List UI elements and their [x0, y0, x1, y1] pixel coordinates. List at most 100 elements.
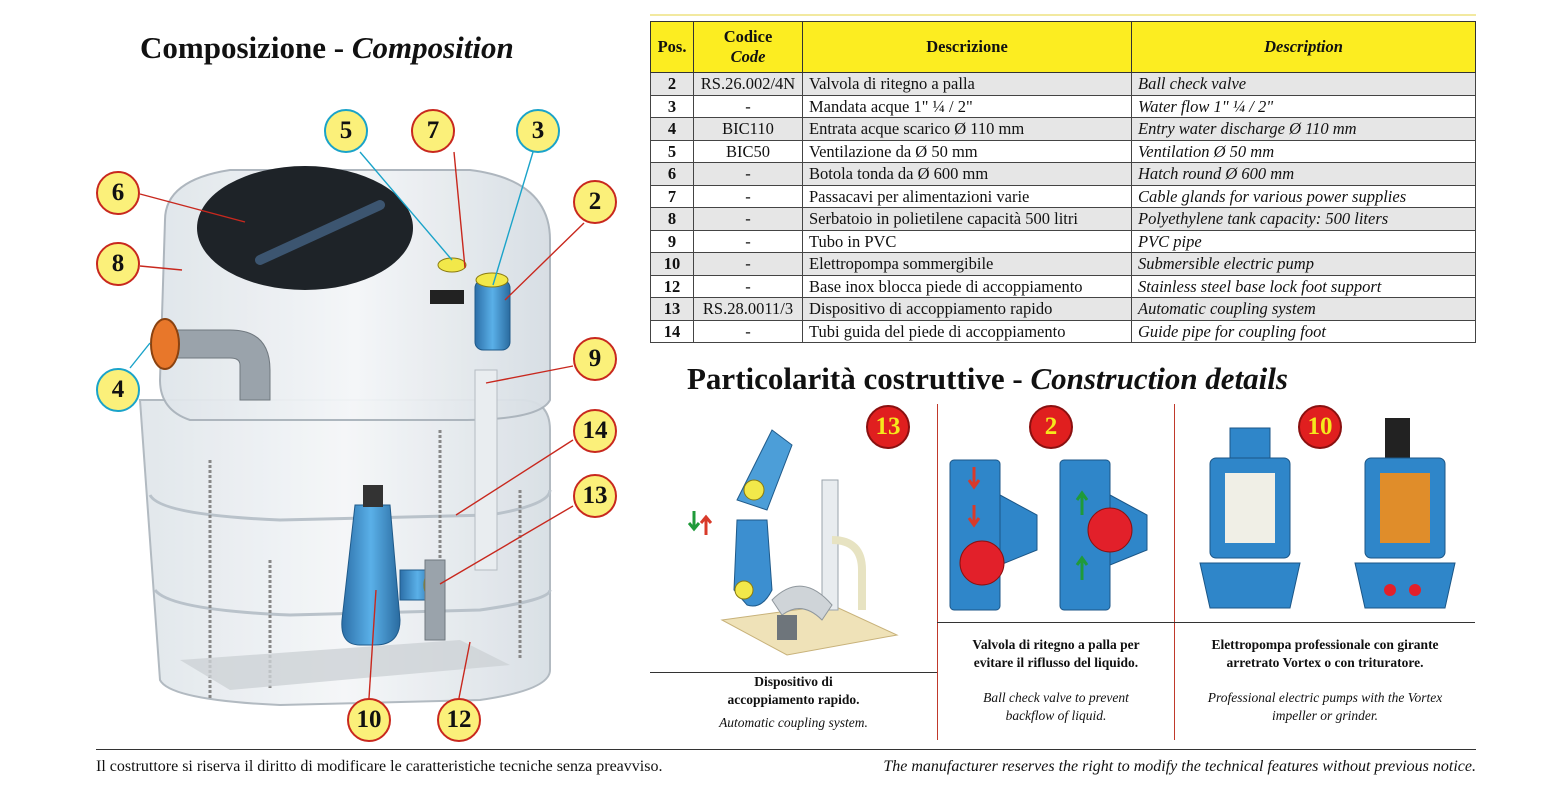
header-code: Codice Code — [693, 21, 803, 73]
pvc-pipe — [474, 369, 498, 571]
composition-title-it: Composizione - — [140, 30, 352, 65]
table-top-rule — [650, 14, 1476, 16]
stainless-base — [180, 640, 510, 690]
callout-12: 12 — [437, 698, 481, 742]
caption-pump-en-2: impeller or grinder. — [1271, 708, 1379, 723]
row-desc-it: Elettropompa sommergibile — [802, 252, 1132, 276]
row-desc-it: Dispositivo di accoppiamento rapido — [802, 297, 1132, 321]
details-title: Particolarità costruttive - Construction… — [687, 361, 1288, 397]
row-pos: 8 — [650, 207, 694, 231]
caption-pump-en-1: Professional electric pumps with the Vor… — [1207, 690, 1443, 705]
callout-10: 10 — [347, 698, 391, 742]
callout-6: 6 — [96, 171, 140, 215]
row-desc-en: Submersible electric pump — [1131, 252, 1476, 276]
row-desc-en: Automatic coupling system — [1131, 297, 1476, 321]
footer-rule — [96, 749, 1476, 750]
row-pos: 4 — [650, 117, 694, 141]
panel-divider-2 — [1174, 404, 1175, 740]
row-desc-en: Water flow 1" ¼ / 2" — [1131, 94, 1476, 118]
row-code: - — [693, 184, 803, 208]
table-row: 14-Tubi guida del piede di accoppiamento… — [650, 319, 1476, 343]
row-code: - — [693, 207, 803, 231]
header-code-it: Codice — [723, 27, 773, 46]
callout-5: 5 — [324, 109, 368, 153]
callout-leader-lines — [129, 151, 585, 699]
footer-note-it: Il costruttore si riserva il diritto di … — [96, 758, 663, 775]
details-title-it: Particolarità costruttive - — [687, 361, 1031, 396]
panel-rule-1 — [650, 672, 937, 673]
table-row: 3-Mandata acque 1" ¼ / 2"Water flow 1" ¼… — [650, 94, 1476, 118]
row-code: RS.26.002/4N — [693, 72, 803, 96]
row-code: RS.28.0011/3 — [693, 297, 803, 321]
check-valve-illustration — [949, 459, 1148, 611]
row-desc-it: Passacavi per alimentazioni varie — [802, 184, 1132, 208]
submersible-pump — [341, 504, 401, 646]
caption-pump-it-2: arretrato Vortex o con trituratore. — [1226, 655, 1424, 670]
row-desc-it: Tubo in PVC — [802, 229, 1132, 253]
row-code: - — [693, 229, 803, 253]
row-pos: 13 — [650, 297, 694, 321]
row-desc-en: Polyethylene tank capacity: 500 liters — [1131, 207, 1476, 231]
panel-divider-1 — [937, 404, 938, 740]
row-desc-it: Mandata acque 1" ¼ / 2" — [802, 94, 1132, 118]
table-row: 12-Base inox blocca piede di accoppiamen… — [650, 274, 1476, 298]
row-desc-it: Serbatoio in polietilene capacità 500 li… — [802, 207, 1132, 231]
details-title-en: Construction details — [1030, 361, 1288, 396]
header-desc-it: Descrizione — [802, 21, 1132, 73]
tank-illustration — [138, 166, 552, 707]
header-code-en: Code — [730, 47, 766, 66]
header-desc-en-text: Description — [1264, 37, 1343, 56]
panel-rule-2 — [937, 622, 1475, 623]
row-desc-it: Valvola di ritegno a palla — [802, 72, 1132, 96]
components-table: Pos. Codice Code Descrizione Description… — [650, 21, 1476, 343]
row-code: - — [693, 274, 803, 298]
composition-title: Composizione - Composition — [140, 30, 514, 66]
callout-14: 14 — [573, 409, 617, 453]
detail-caption-coupling: Dispositivo di accoppiamento rapido. Aut… — [650, 673, 937, 732]
inlet-elbow — [174, 329, 271, 401]
row-pos: 7 — [650, 184, 694, 208]
row-desc-en: PVC pipe — [1131, 229, 1476, 253]
row-code: - — [693, 319, 803, 343]
detail-badge-2: 2 — [1029, 405, 1073, 449]
row-code: BIC50 — [693, 139, 803, 163]
row-desc-it: Ventilazione da Ø 50 mm — [802, 139, 1132, 163]
row-desc-en: Stainless steel base lock foot support — [1131, 274, 1476, 298]
callout-4: 4 — [96, 368, 140, 412]
row-pos: 14 — [650, 319, 694, 343]
row-pos: 12 — [650, 274, 694, 298]
tank-lower-body — [138, 399, 551, 707]
electric-pump-illustration — [1199, 418, 1456, 609]
inlet-orange-ring — [150, 318, 180, 370]
row-code: - — [693, 162, 803, 186]
detail-badge-10: 10 — [1298, 405, 1342, 449]
callout-3: 3 — [516, 109, 560, 153]
table-row: 8-Serbatoio in polietilene capacità 500 … — [650, 207, 1476, 231]
row-code: BIC110 — [693, 117, 803, 141]
callout-9: 9 — [573, 337, 617, 381]
header-pos: Pos. — [650, 21, 694, 73]
caption-valve-it-2: evitare il riflusso del liquido. — [973, 655, 1139, 670]
caption-valve-en-1: Ball check valve to prevent — [983, 690, 1129, 705]
caption-valve-en-2: backflow of liquid. — [1005, 708, 1107, 723]
row-desc-en: Guide pipe for coupling foot — [1131, 319, 1476, 343]
detail-badge-13: 13 — [866, 405, 910, 449]
caption-coupling-en: Automatic coupling system. — [719, 715, 868, 730]
caption-coupling-it-1: Dispositivo di — [754, 674, 833, 689]
row-pos: 3 — [650, 94, 694, 118]
hatch-lid — [197, 166, 413, 290]
header-desc-en: Description — [1131, 21, 1476, 73]
composition-title-en: Composition — [351, 30, 514, 65]
caption-valve-it-1: Valvola di ritegno a palla per — [972, 637, 1140, 652]
row-desc-it: Entrata acque scarico Ø 110 mm — [802, 117, 1132, 141]
up-down-arrows-icon — [688, 511, 712, 535]
caption-pump-it-1: Elettropompa professionale con girante — [1211, 637, 1439, 652]
row-code: - — [693, 94, 803, 118]
detail-caption-pump: Elettropompa professionale con girante a… — [1175, 636, 1475, 725]
